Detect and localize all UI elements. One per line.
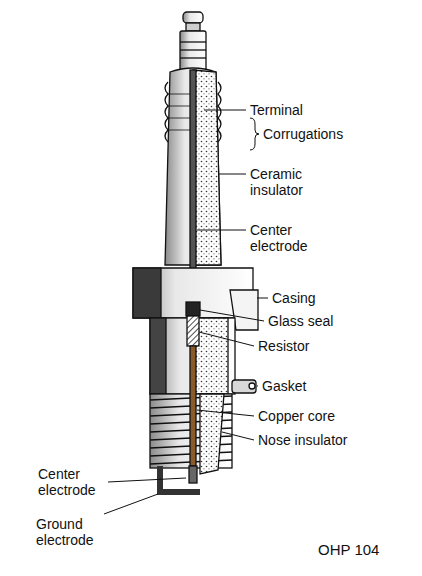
part-label: Ceramic insulator — [250, 166, 330, 198]
leader-lines — [104, 110, 268, 514]
part-label: Copper core — [258, 408, 398, 424]
part-label: Nose insulator — [258, 432, 408, 448]
part-label: Ground electrode — [36, 516, 112, 548]
part-label: Center electrode — [250, 222, 330, 254]
part-label: Gasket — [262, 378, 382, 394]
part-label: Glass seal — [268, 313, 388, 329]
part-label: Corrugations — [263, 126, 383, 142]
part-label: Resistor — [258, 338, 378, 354]
part-label: Terminal — [250, 102, 370, 118]
figure-number: OHP 104 — [318, 541, 418, 558]
part-label: Center electrode — [38, 466, 114, 498]
part-label: Casing — [272, 290, 372, 306]
spark-plug — [133, 12, 258, 492]
